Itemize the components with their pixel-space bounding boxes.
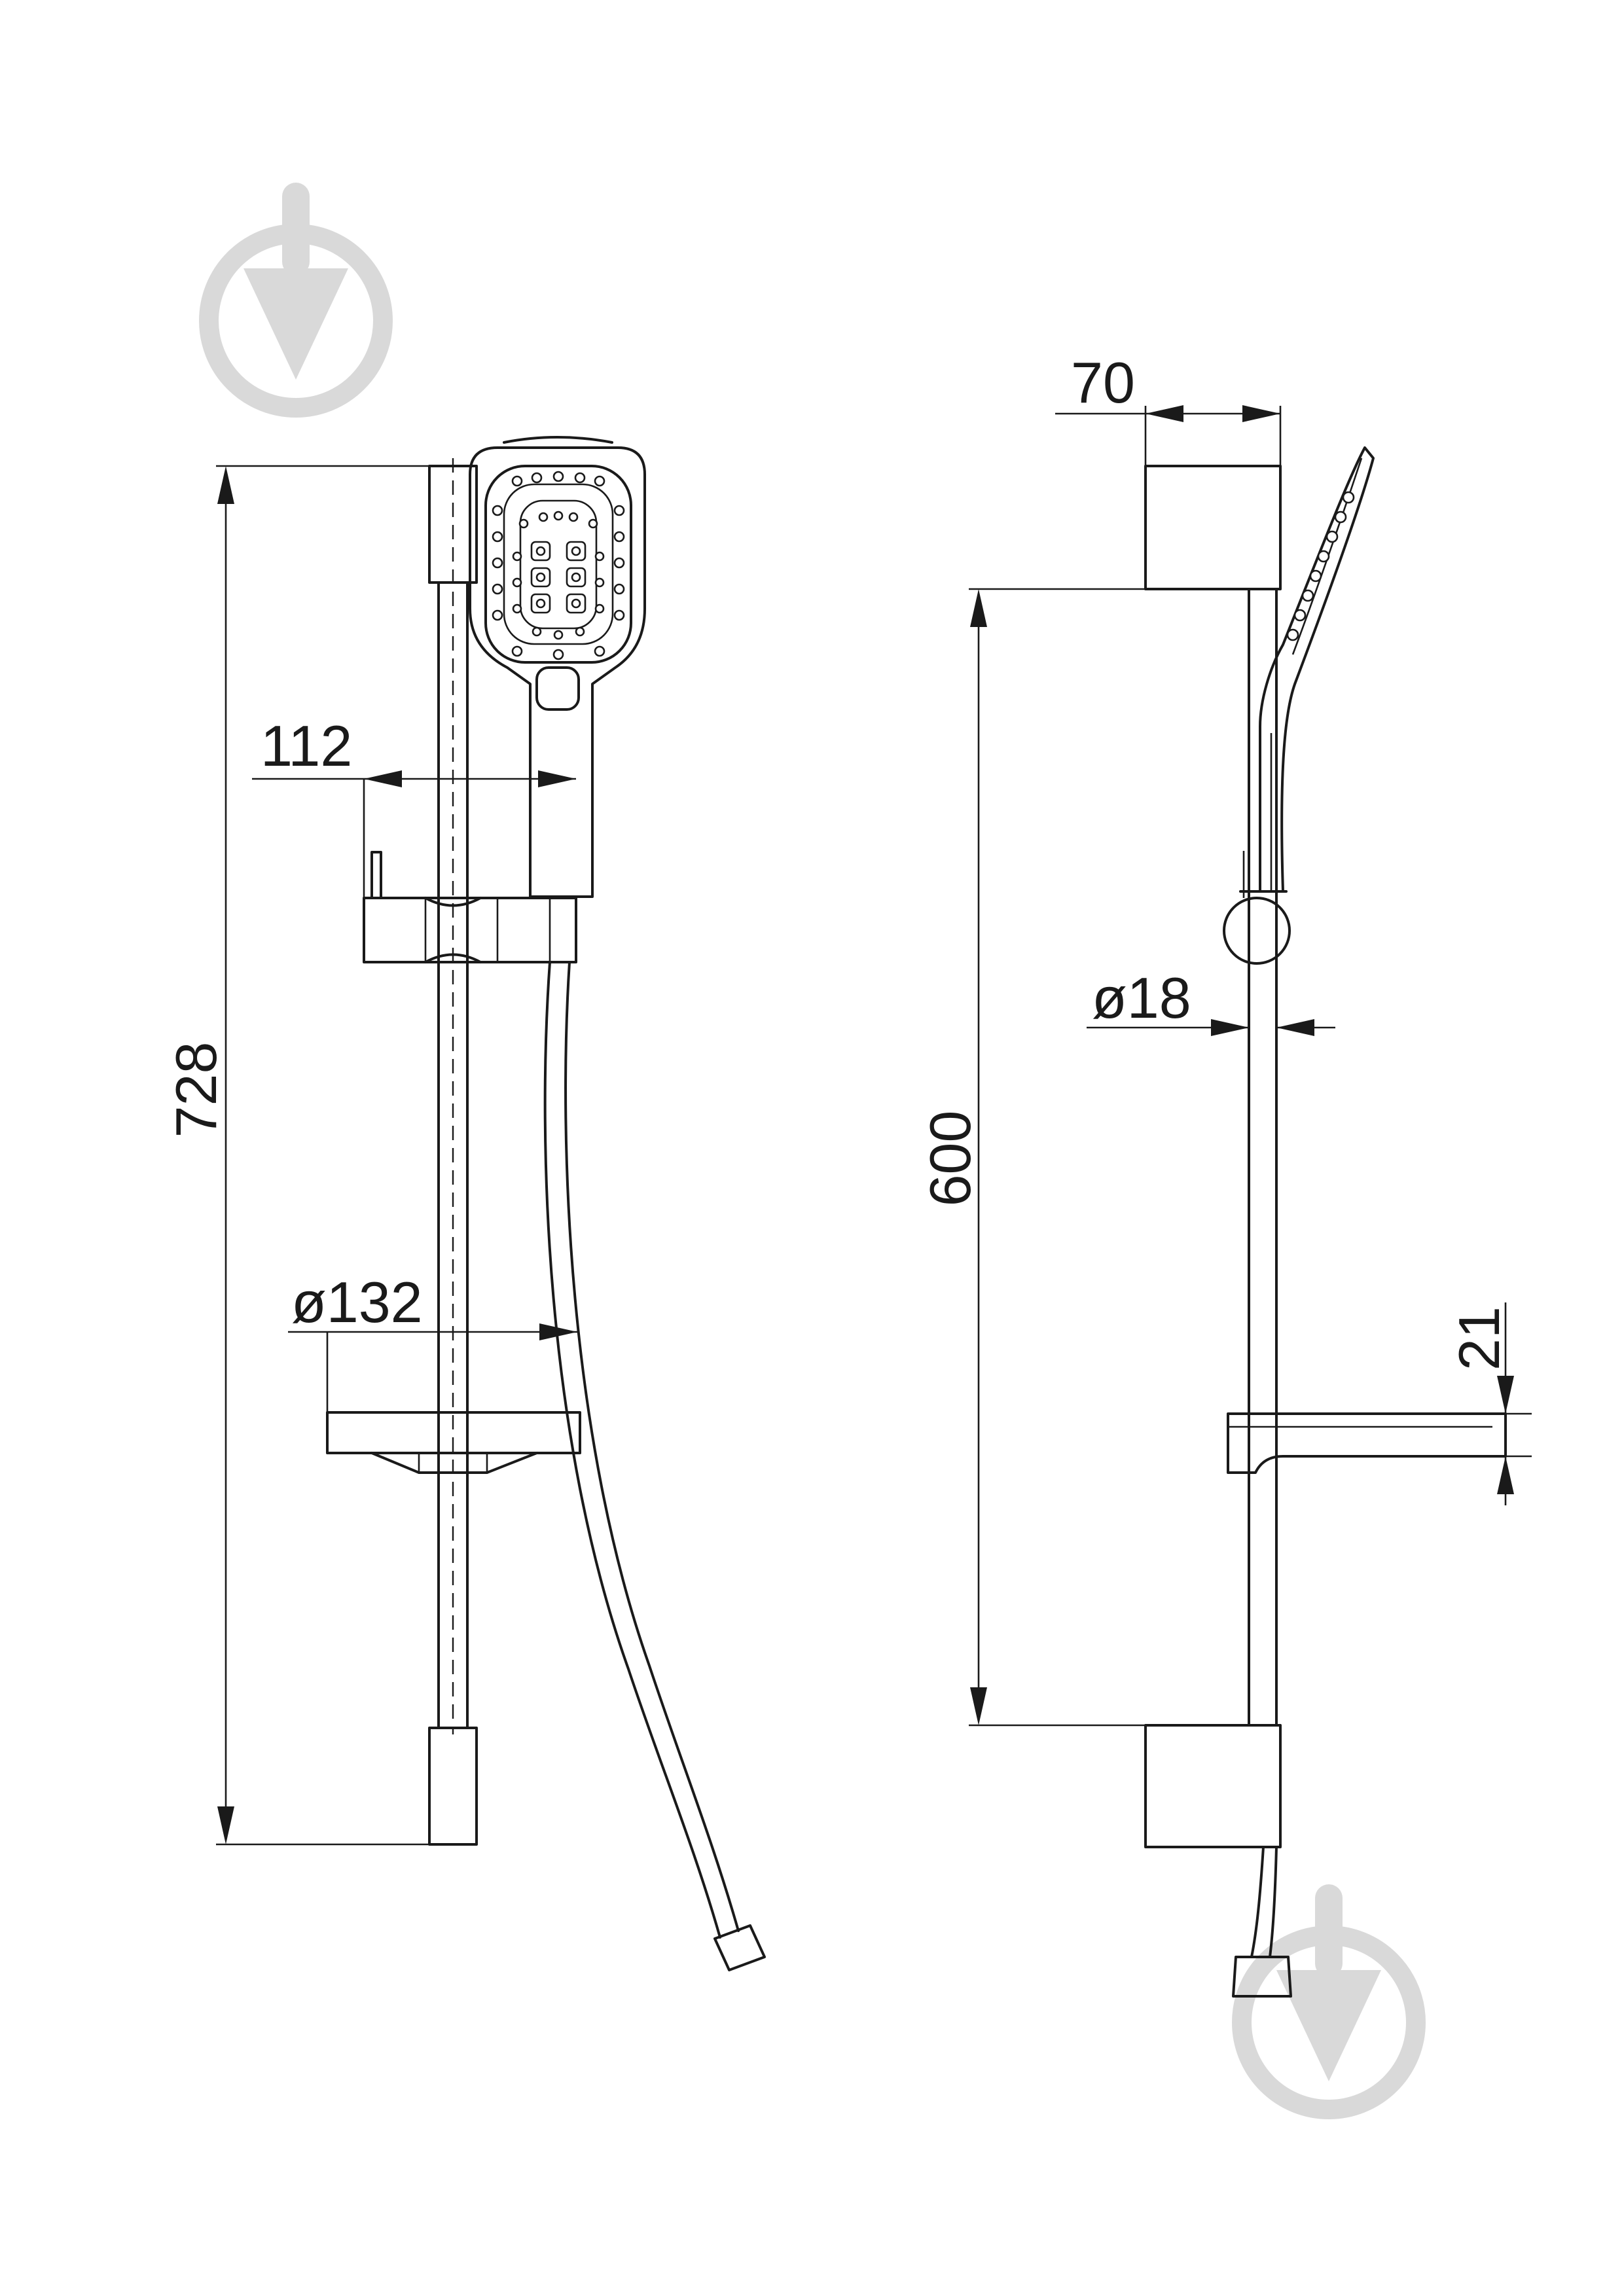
front-mode-button (535, 666, 580, 711)
watermark-icon-bottom (1232, 1884, 1426, 2119)
dim-728-label: 728 (164, 1042, 228, 1138)
dim-70-label: 70 (1071, 350, 1135, 415)
front-hand-shower (469, 436, 646, 898)
front-view (326, 436, 766, 1971)
dim-18-label: ø18 (1092, 965, 1191, 1030)
dim-bar-length: 600 (918, 588, 1146, 1727)
dim-bar-diameter: ø18 (1087, 965, 1335, 1036)
front-nozzle-grid (492, 471, 625, 660)
dim-21-label: 21 (1447, 1306, 1511, 1371)
front-soap-shelf (326, 1411, 581, 1474)
watermark-icon-top (199, 183, 393, 418)
side-top-bracket (1144, 465, 1282, 590)
side-slide-bar (1248, 588, 1278, 1727)
dim-shelf-height: 21 (1447, 1302, 1532, 1505)
dim-total-height: 728 (164, 465, 429, 1846)
front-hose (543, 961, 721, 1939)
side-nozzles (1286, 491, 1355, 641)
dim-holder-offset: 112 (252, 713, 576, 898)
dim-112-label: 112 (261, 713, 352, 778)
dim-hose-diameter: ø132 (288, 1270, 577, 1412)
side-soap-shelf (1227, 1412, 1507, 1474)
side-view (1144, 446, 1507, 1998)
front-slider-holder (363, 851, 577, 963)
dim-132-label: ø132 (291, 1270, 423, 1335)
dim-head-depth: 70 (1055, 350, 1282, 466)
front-bottom-bracket (428, 1727, 478, 1846)
dim-600-label: 600 (918, 1111, 983, 1207)
side-hose-nut (1232, 1956, 1292, 1998)
side-holder-knob (1223, 897, 1291, 965)
front-hose-nut (713, 1924, 766, 1971)
side-hand-shower (1259, 446, 1375, 893)
side-bottom-bracket (1144, 1724, 1282, 1848)
